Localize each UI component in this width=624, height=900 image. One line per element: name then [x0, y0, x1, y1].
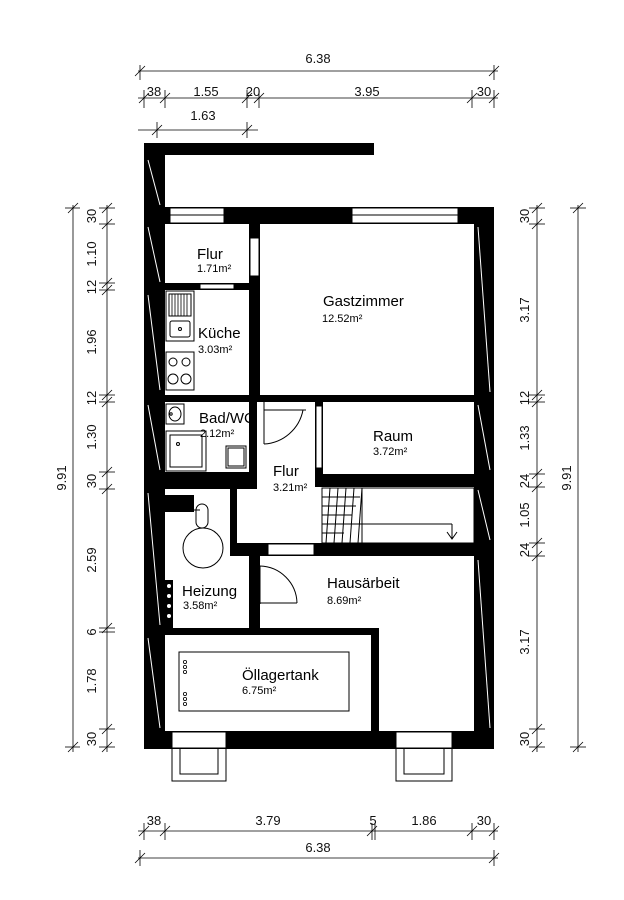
top-dim-5: 30: [477, 84, 491, 99]
light-wells: [171, 749, 453, 782]
kitchen-stove: [165, 351, 195, 391]
room-area-kueche: 3.03m²: [198, 344, 233, 356]
room-area-gastzimmer: 12.52m²: [322, 313, 363, 325]
right-dimension-chain: [529, 202, 586, 753]
room-area-bad: 2.12m²: [200, 428, 235, 440]
room-name-raum: Raum: [373, 428, 413, 445]
shower-tray: [165, 430, 207, 472]
bottom-dimension-chain: [134, 823, 500, 866]
left-total-dim: 9.91: [54, 465, 69, 490]
radiator: [165, 580, 173, 628]
bottom-dim-3: 5: [369, 813, 376, 828]
toilet: [225, 445, 247, 469]
left-dim-10: 1.78: [84, 668, 99, 693]
room-area-raum: 3.72m²: [373, 446, 408, 458]
left-dim-2: 1.10: [84, 241, 99, 266]
left-dim-5: 12: [84, 391, 99, 405]
left-dim-7: 30: [84, 474, 99, 488]
right-dim-4: 1.33: [517, 425, 532, 450]
kitchen-sink: [165, 290, 195, 342]
right-dim-5: 24: [517, 474, 532, 488]
top-dim-4: 3.95: [354, 84, 379, 99]
top-sub-dim: 1.63: [190, 108, 215, 123]
right-dim-1: 30: [517, 209, 532, 223]
room-name-kueche: Küche: [198, 325, 241, 342]
staircase: [321, 487, 475, 544]
top-total-dim: 6.38: [305, 51, 330, 66]
windows: [169, 207, 459, 749]
right-total-dim: 9.91: [559, 465, 574, 490]
room-name-heizung: Heizung: [182, 583, 237, 600]
room-area-oellager: 6.75m²: [242, 685, 277, 697]
bottom-total-dim: 6.38: [305, 840, 330, 855]
left-dim-1: 30: [84, 209, 99, 223]
chimney-block: [165, 495, 194, 512]
oil-tank: [178, 651, 350, 712]
room-name-flur-top: Flur: [197, 246, 223, 263]
room-name-oellager: Öllagertank: [242, 666, 319, 684]
top-dim-1: 38: [147, 84, 161, 99]
bottom-dim-2: 3.79: [255, 813, 280, 828]
left-dim-6: 1.30: [84, 424, 99, 449]
right-dim-2: 3.17: [517, 297, 532, 322]
bottom-dim-1: 38: [147, 813, 161, 828]
wall-hatching: [147, 159, 491, 729]
left-dim-8: 2.59: [84, 547, 99, 572]
left-dim-11: 30: [84, 732, 99, 746]
boiler: [182, 503, 224, 569]
top-dim-3: 20: [246, 84, 260, 99]
bathroom-sink: [165, 403, 185, 425]
right-dim-6: 1.05: [517, 502, 532, 527]
room-area-flur-top: 1.71m²: [197, 263, 232, 275]
right-dim-7: 24: [517, 543, 532, 557]
right-dim-3: 12: [517, 391, 532, 405]
left-dimension-chain: [65, 202, 115, 753]
bottom-dim-5: 30: [477, 813, 491, 828]
room-name-hausarbeit: Hausärbeit: [327, 575, 400, 592]
right-dim-8: 3.17: [517, 629, 532, 654]
bathroom-door: [263, 402, 306, 445]
top-dim-2: 1.55: [193, 84, 218, 99]
room-name-bad: Bad/WC: [199, 410, 255, 427]
left-dim-3: 12: [84, 280, 99, 294]
room-area-flur-mid: 3.21m²: [273, 482, 308, 494]
room-area-hausarbeit: 8.69m²: [327, 595, 362, 607]
bottom-dim-4: 1.86: [411, 813, 436, 828]
top-dimension-chain: [134, 65, 500, 138]
right-dim-9: 30: [517, 732, 532, 746]
room-area-heizung: 3.58m²: [183, 600, 218, 612]
left-dim-4: 1.96: [84, 329, 99, 354]
room-name-gastzimmer: Gastzimmer: [323, 293, 404, 310]
utility-room-door: [259, 565, 298, 604]
room-name-flur-mid: Flur: [273, 463, 299, 480]
left-dim-9: 6: [84, 628, 99, 635]
